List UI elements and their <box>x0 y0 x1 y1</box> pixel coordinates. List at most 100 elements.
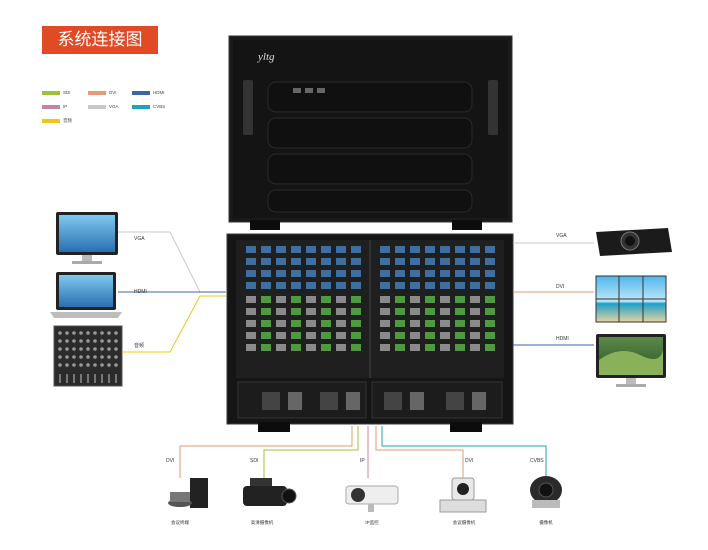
io-port <box>395 308 405 315</box>
legend: SDI DVI HDMI IP VGA CVBS 音频 <box>42 90 172 130</box>
io-port <box>485 308 495 315</box>
legend-item-hdmi: HDMI <box>132 90 165 95</box>
io-port <box>291 308 301 315</box>
io-port <box>321 344 331 351</box>
legend-item-dvi: DVI <box>88 90 117 95</box>
controller-chassis <box>228 35 513 230</box>
io-port <box>425 344 435 351</box>
power-socket-2 <box>320 392 338 410</box>
io-port <box>485 344 495 351</box>
io-port <box>455 344 465 351</box>
vga-port <box>470 258 480 265</box>
device-caption-conference-camera: 会议摄像机 <box>452 520 476 525</box>
io-port <box>485 296 495 303</box>
io-port <box>276 308 286 315</box>
io-port <box>336 296 346 303</box>
vga-port <box>321 270 331 277</box>
io-port <box>425 332 435 339</box>
vga-port <box>276 270 286 277</box>
vga-port <box>291 258 301 265</box>
line-dvi-bottom-1 <box>179 426 353 478</box>
vga-port <box>440 282 450 289</box>
io-port <box>291 320 301 327</box>
io-port <box>440 344 450 351</box>
io-port <box>395 320 405 327</box>
left-input-label-vga: VGA <box>134 236 145 242</box>
line-cvbs-bottom <box>381 426 547 476</box>
bottom-input-label-dvi-2: DVI <box>465 458 474 464</box>
vga-port <box>455 246 465 253</box>
vga-port <box>410 258 420 265</box>
vga-port <box>336 246 346 253</box>
power-switch-3 <box>410 392 424 410</box>
vga-port <box>306 246 316 253</box>
vga-port <box>261 282 271 289</box>
vga-port <box>380 258 390 265</box>
vga-port <box>336 282 346 289</box>
io-port <box>261 308 271 315</box>
io-port <box>380 344 390 351</box>
vga-port <box>306 258 316 265</box>
left-input-label-audio: 音频 <box>134 343 145 349</box>
io-port <box>351 308 361 315</box>
right-output-label-dvi: DVI <box>556 284 565 290</box>
power-switch-1 <box>288 392 302 410</box>
power-switch-4 <box>472 392 486 410</box>
vga-port <box>246 246 256 253</box>
vga-port <box>485 246 495 253</box>
vga-port <box>410 246 420 253</box>
vga-port <box>276 246 286 253</box>
vga-port <box>306 270 316 277</box>
io-port <box>425 320 435 327</box>
tv-device <box>596 334 666 387</box>
vga-port <box>380 270 390 277</box>
power-socket-4 <box>446 392 464 410</box>
io-port <box>410 332 420 339</box>
projector-device <box>596 228 672 256</box>
hd-camera-device <box>243 478 297 506</box>
bottom-input-label-sdi: SDI <box>250 458 259 464</box>
vga-port <box>380 282 390 289</box>
io-port <box>380 296 390 303</box>
video-wall-device <box>595 275 667 323</box>
io-port <box>425 296 435 303</box>
vga-port <box>455 258 465 265</box>
io-port <box>380 320 390 327</box>
io-port <box>455 320 465 327</box>
bottom-input-label-cvbs: CVBS <box>530 458 544 464</box>
io-port <box>380 308 390 315</box>
left-handle <box>243 80 253 135</box>
io-port <box>336 320 346 327</box>
legend-item-cvbs: CVBS <box>132 104 165 109</box>
dome-camera-device <box>530 476 562 508</box>
vga-port <box>246 258 256 265</box>
line-sdi-bottom <box>263 426 359 478</box>
power-switch-2 <box>346 392 360 410</box>
io-port <box>440 332 450 339</box>
io-port <box>470 296 480 303</box>
monitor-device <box>56 212 118 264</box>
io-port <box>276 332 286 339</box>
conference-camera-device <box>439 477 487 513</box>
power-socket-1 <box>262 392 280 410</box>
vga-port <box>410 282 420 289</box>
conference-terminal-device <box>168 478 208 508</box>
vga-port <box>425 246 435 253</box>
vga-port <box>321 282 331 289</box>
io-port <box>425 308 435 315</box>
io-port <box>410 344 420 351</box>
vga-port <box>351 270 361 277</box>
vga-port <box>455 270 465 277</box>
io-port <box>395 296 405 303</box>
right-output-label-hdmi: HDMI <box>556 336 569 342</box>
io-port <box>351 332 361 339</box>
io-port <box>470 308 480 315</box>
io-port <box>351 320 361 327</box>
io-port <box>470 332 480 339</box>
vga-port <box>470 282 480 289</box>
io-port <box>276 296 286 303</box>
vga-port <box>395 270 405 277</box>
io-port <box>246 332 256 339</box>
io-port <box>410 296 420 303</box>
vga-port <box>261 246 271 253</box>
